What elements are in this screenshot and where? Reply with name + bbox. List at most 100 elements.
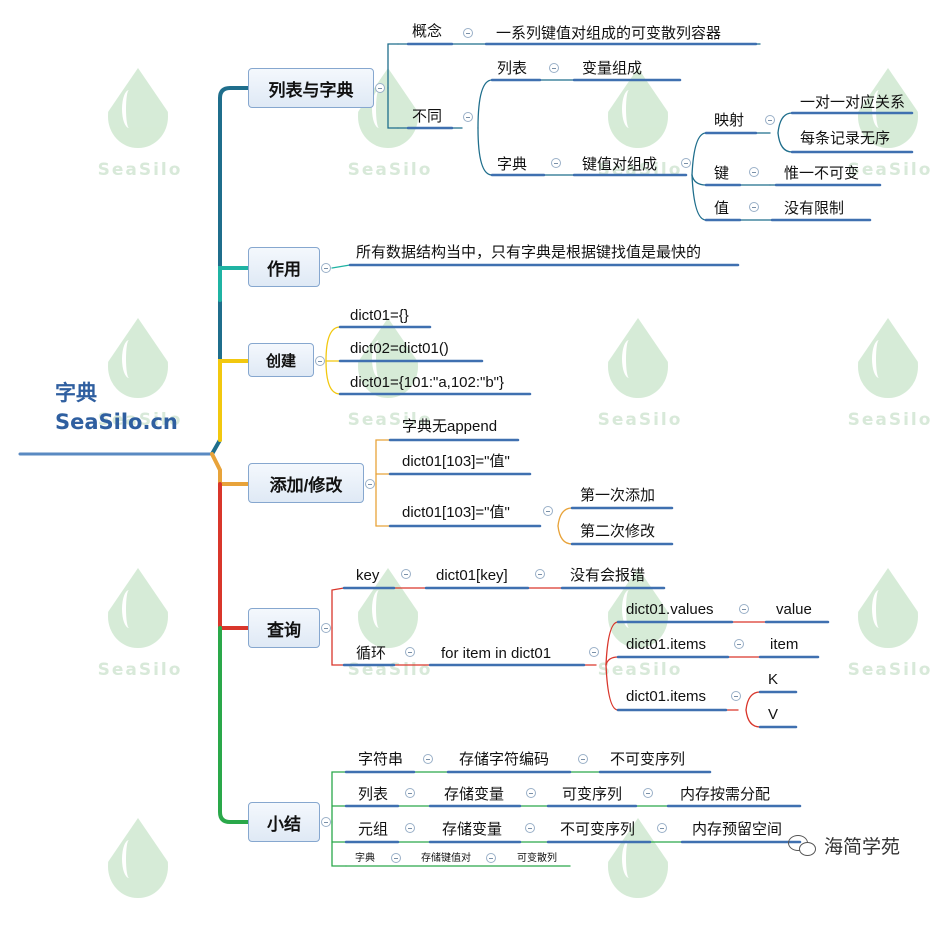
node-value-desc[interactable]: 没有限制: [784, 200, 845, 217]
collapse-toggle[interactable]: [749, 202, 759, 212]
node-s-list-b[interactable]: 可变序列: [562, 786, 623, 803]
node-first-add[interactable]: 第一次添加: [580, 487, 656, 504]
node-s-dict[interactable]: 字典: [355, 853, 375, 864]
node-add-1[interactable]: 字典无append: [402, 418, 498, 435]
node-s-tuple-c[interactable]: 内存预留空间: [692, 821, 783, 838]
collapse-toggle[interactable]: [315, 356, 325, 366]
node-q-v[interactable]: V: [768, 706, 779, 723]
watermark: SeaSilo: [80, 568, 190, 688]
collapse-toggle[interactable]: [739, 604, 749, 614]
collapse-toggle[interactable]: [486, 853, 496, 863]
node-dict-desc[interactable]: 键值对组成: [582, 156, 658, 173]
node-q-k[interactable]: K: [768, 671, 779, 688]
watermark-text: SeaSilo: [847, 410, 933, 430]
collapse-toggle[interactable]: [551, 158, 561, 168]
collapse-toggle[interactable]: [765, 115, 775, 125]
collapse-toggle[interactable]: [535, 569, 545, 579]
node-unordered[interactable]: 每条记录无序: [800, 130, 891, 147]
watermark-text: SeaSilo: [847, 660, 933, 680]
node-s-dict-b[interactable]: 可变散列: [517, 853, 557, 864]
node-s-list[interactable]: 列表: [358, 786, 389, 803]
collapse-toggle[interactable]: [391, 853, 401, 863]
spine-b6: [218, 626, 250, 824]
node-list-desc[interactable]: 变量组成: [582, 60, 643, 77]
node-s-str-b[interactable]: 不可变序列: [610, 751, 686, 768]
node-concept-def[interactable]: 一系列键值对组成的可变散列容器: [496, 25, 722, 42]
collapse-toggle[interactable]: [423, 754, 433, 764]
branch-add-modify[interactable]: 添加/修改: [248, 463, 364, 503]
node-q-loop[interactable]: 循环: [356, 645, 387, 662]
collapse-toggle[interactable]: [321, 817, 331, 827]
branch-summary[interactable]: 小结: [248, 802, 320, 842]
node-create-2[interactable]: dict02=dict01(): [350, 340, 449, 357]
collapse-toggle[interactable]: [543, 506, 553, 516]
collapse-toggle[interactable]: [463, 112, 473, 122]
collapse-toggle[interactable]: [365, 479, 375, 489]
node-s-tuple-b[interactable]: 不可变序列: [560, 821, 636, 838]
node-key[interactable]: 键: [714, 165, 730, 182]
collapse-toggle[interactable]: [526, 788, 536, 798]
node-create-3[interactable]: dict01={101:"a,102:"b"}: [350, 374, 505, 391]
node-diff[interactable]: 不同: [412, 108, 443, 125]
node-s-str[interactable]: 字符串: [358, 751, 404, 768]
node-list[interactable]: 列表: [497, 60, 528, 77]
spine-b5: [218, 482, 250, 630]
collapse-toggle[interactable]: [578, 754, 588, 764]
node-s-dict-a[interactable]: 存储键值对: [421, 853, 471, 864]
node-q-error[interactable]: 没有会报错: [570, 567, 646, 584]
node-concept[interactable]: 概念: [412, 23, 443, 40]
collapse-toggle[interactable]: [589, 647, 599, 657]
node-mapping[interactable]: 映射: [714, 112, 745, 129]
collapse-toggle[interactable]: [643, 788, 653, 798]
collapse-toggle[interactable]: [405, 823, 415, 833]
collapse-toggle[interactable]: [657, 823, 667, 833]
collapse-toggle[interactable]: [549, 63, 559, 73]
branch-purpose[interactable]: 作用: [248, 247, 320, 287]
branch-create[interactable]: 创建: [248, 343, 314, 377]
collapse-toggle[interactable]: [525, 823, 535, 833]
node-q-key[interactable]: key: [356, 567, 380, 584]
root-title: 字典: [55, 381, 97, 405]
root-site: SeaSilo.cn: [55, 410, 178, 434]
node-s-tuple[interactable]: 元组: [358, 821, 389, 838]
watermark-text: SeaSilo: [347, 410, 433, 430]
collapse-toggle[interactable]: [375, 83, 385, 93]
node-create-1[interactable]: dict01={}: [350, 307, 409, 324]
watermark: [80, 818, 190, 938]
node-q-item[interactable]: item: [770, 636, 799, 653]
node-s-list-a[interactable]: 存储变量: [444, 786, 505, 803]
node-dict[interactable]: 字典: [497, 156, 528, 173]
collapse-toggle[interactable]: [405, 788, 415, 798]
watermark-text: SeaSilo: [97, 160, 183, 180]
collapse-toggle[interactable]: [681, 158, 691, 168]
collapse-toggle[interactable]: [749, 167, 759, 177]
collapse-toggle[interactable]: [401, 569, 411, 579]
node-q-for[interactable]: for item in dict01: [441, 645, 552, 662]
collapse-toggle[interactable]: [405, 647, 415, 657]
watermark-text: SeaSilo: [97, 410, 183, 430]
node-key-desc[interactable]: 惟一不可变: [784, 165, 860, 182]
node-value[interactable]: 值: [714, 200, 730, 217]
watermark: SeaSilo: [830, 568, 940, 688]
node-use-desc[interactable]: 所有数据结构当中，只有字典是根据键找值是最快的: [356, 244, 702, 261]
branch-list-and-dict[interactable]: 列表与字典: [248, 68, 374, 108]
node-second-mod[interactable]: 第二次修改: [580, 523, 656, 540]
node-q-items-1[interactable]: dict01.items: [626, 636, 707, 653]
node-s-list-c[interactable]: 内存按需分配: [680, 786, 771, 803]
node-q-value[interactable]: value: [776, 601, 812, 618]
collapse-toggle[interactable]: [734, 639, 744, 649]
node-add-2[interactable]: dict01[103]="值": [402, 453, 510, 470]
node-one-to-one[interactable]: 一对一对应关系: [800, 94, 906, 111]
spine-b3: [218, 359, 250, 442]
node-q-values[interactable]: dict01.values: [626, 601, 714, 618]
collapse-toggle[interactable]: [731, 691, 741, 701]
node-s-str-a[interactable]: 存储字符编码: [459, 751, 550, 768]
node-q-dict-key[interactable]: dict01[key]: [436, 567, 508, 584]
node-q-items-2[interactable]: dict01.items: [626, 688, 707, 705]
node-s-tuple-a[interactable]: 存储变量: [442, 821, 503, 838]
branch-query[interactable]: 查询: [248, 608, 320, 648]
collapse-toggle[interactable]: [321, 623, 331, 633]
collapse-toggle[interactable]: [463, 28, 473, 38]
node-add-3[interactable]: dict01[103]="值": [402, 504, 510, 521]
collapse-toggle[interactable]: [321, 263, 331, 273]
